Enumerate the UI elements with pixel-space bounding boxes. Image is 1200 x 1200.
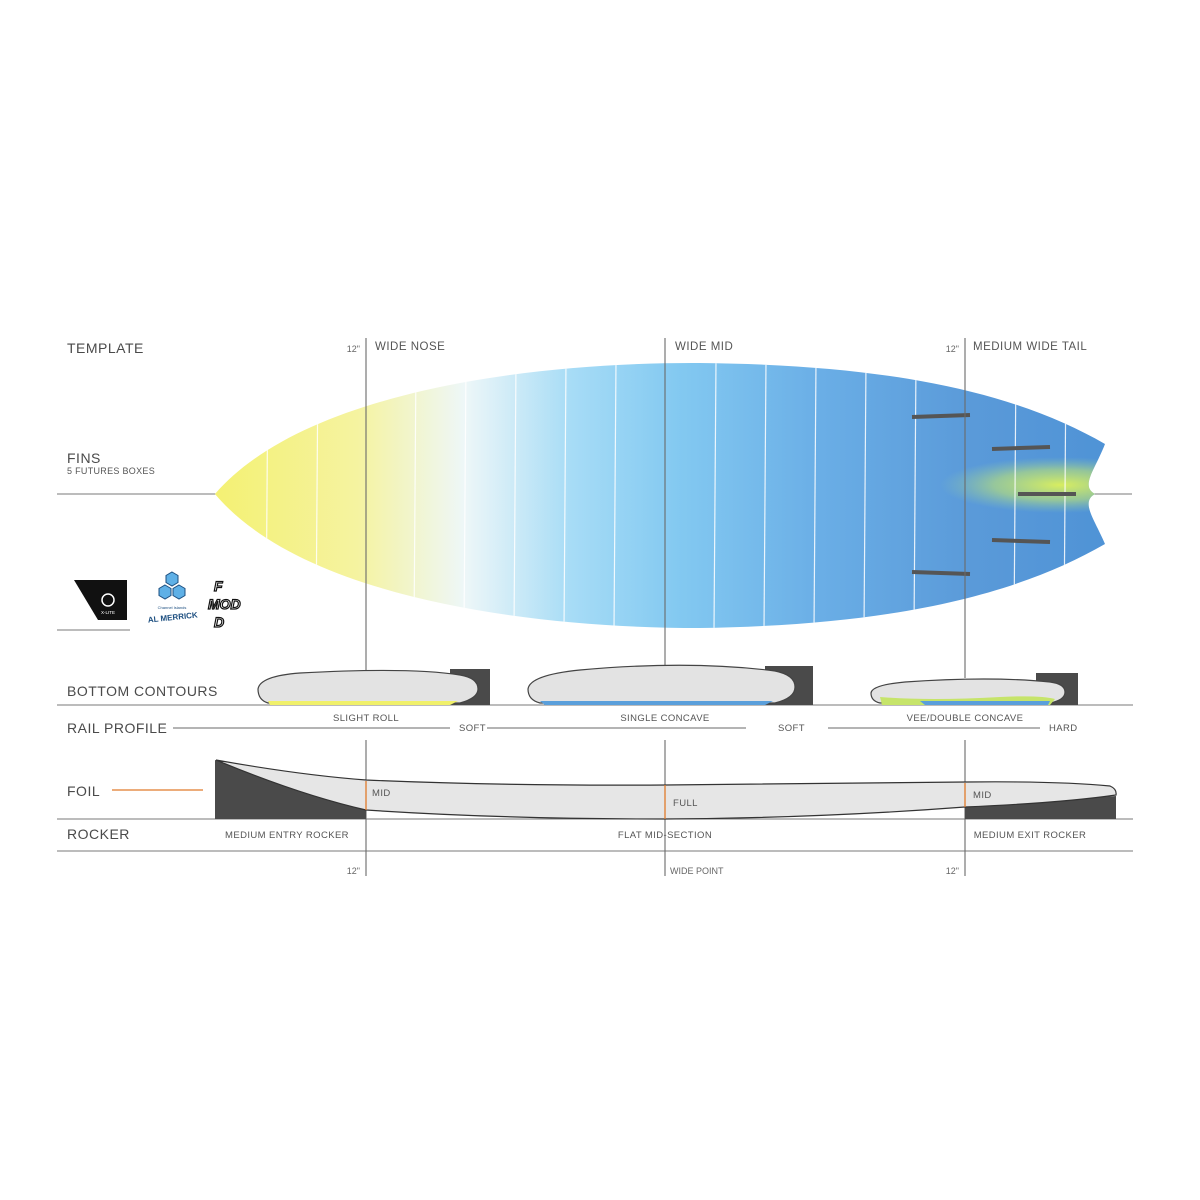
xlite-logo: X-LITE [74,580,127,620]
svg-text:D: D [214,614,224,630]
fins-subtitle: 5 FUTURES BOXES [67,466,156,476]
wide-nose-label: WIDE NOSE [375,341,446,353]
rail-mid-label: SOFT [778,723,805,734]
bottom-contour-mid [527,664,813,705]
tail-measure: 12" [945,344,959,354]
section-bottom-contours: BOTTOM CONTOURS [67,683,218,699]
svg-text:AL MERRICK: AL MERRICK [147,610,198,624]
bottom-contour-nose [257,669,490,705]
section-template: TEMPLATE [67,340,144,356]
bottom-nose-label: SLIGHT ROLL [333,713,399,724]
al-merrick-logo: Channel Islands AL MERRICK [147,571,198,625]
fin-boxes [911,413,1076,576]
bottom-tail-label: VEE/DOUBLE CONCAVE [906,713,1024,724]
footer-tail-measure: 12" [945,866,959,876]
section-foil: FOIL [67,783,101,799]
svg-text:F: F [214,578,223,594]
fin-box [991,445,1051,451]
nose-measure: 12" [346,344,360,354]
rocker-exit-label: MEDIUM EXIT ROCKER [973,830,1087,841]
svg-text:X-LITE: X-LITE [101,610,115,615]
section-rocker: ROCKER [67,826,130,842]
rocker-entry-label: MEDIUM ENTRY ROCKER [225,830,349,841]
board-template [215,362,1105,628]
footer-nose-measure: 12" [346,866,360,876]
bottom-mid-label: SINGLE CONCAVE [620,713,710,724]
foil-profile [112,759,1117,820]
svg-text:Channel Islands: Channel Islands [158,605,187,610]
section-rail-profile: RAIL PROFILE [67,720,168,736]
fin-box [991,538,1051,544]
section-fins: FINS [67,450,101,466]
fin-box [911,570,971,576]
bottom-contour-tail [870,673,1078,705]
rocker-mid-label: FLAT MID-SECTION [617,830,713,841]
foil-mid-label: FULL [673,798,698,809]
medium-wide-tail-label: MEDIUM WIDE TAIL [973,341,1088,353]
svg-text:MOD: MOD [208,596,241,612]
wide-point-label: WIDE POINT [670,866,724,876]
foil-nose-label: MID [372,788,391,799]
rail-tail-label: HARD [1049,723,1078,734]
fin-box [911,413,971,419]
wide-mid-label: WIDE MID [675,341,734,353]
rail-nose-label: SOFT [459,723,486,734]
foil-tail-label: MID [973,790,992,801]
mod-logo: F MOD D [207,577,241,630]
